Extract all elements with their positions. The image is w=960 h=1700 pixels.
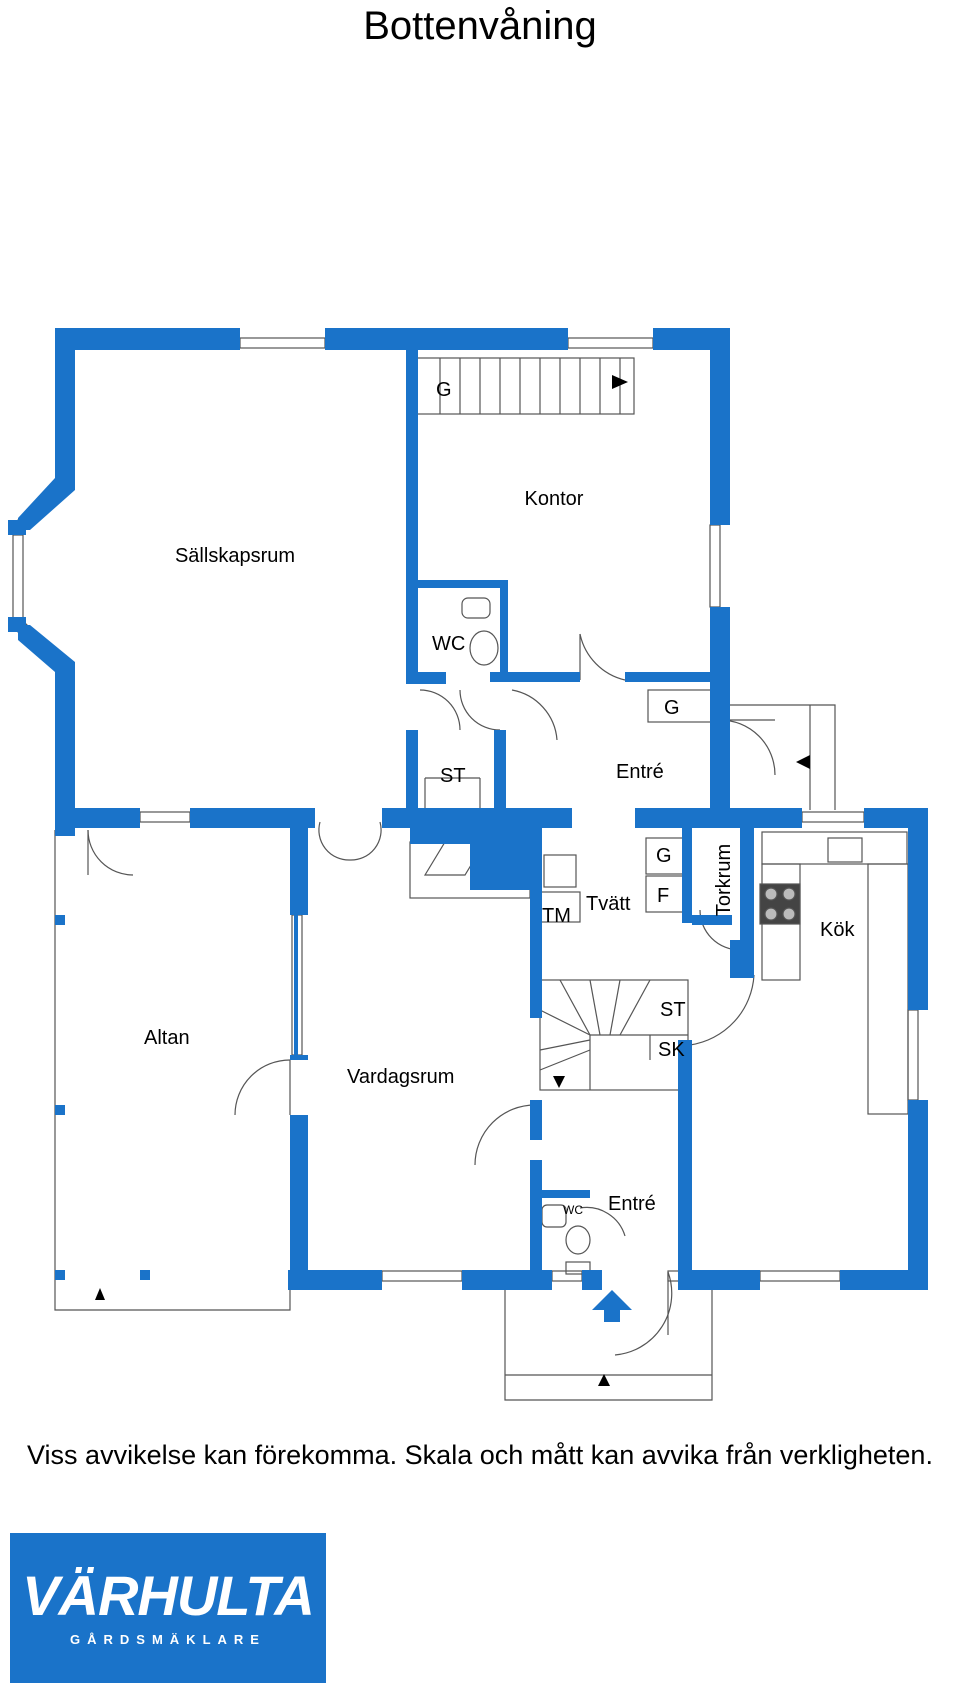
- label-g-tvatt: G: [656, 845, 672, 867]
- label-altan: Altan: [144, 1027, 190, 1049]
- label-wc-upper: WC: [432, 633, 465, 655]
- label-torkrum: Torkrum: [713, 844, 735, 916]
- floor-plan: Sällskapsrum Kontor G WC ST G Entré Alta…: [8, 328, 928, 1401]
- label-tm: TM: [542, 905, 571, 927]
- label-f-tvatt: F: [657, 885, 669, 907]
- label-g-entre: G: [664, 697, 680, 719]
- label-g-kontor: G: [436, 379, 452, 401]
- label-st-upper: ST: [440, 765, 466, 787]
- logo-tagline: GÅRDSMÄKLARE: [70, 1632, 266, 1647]
- label-wc-lower: WC: [563, 1203, 583, 1217]
- varhulta-logo: VÄRHULTA GÅRDSMÄKLARE: [10, 1533, 326, 1683]
- stair-arrows: [95, 375, 810, 1386]
- plan-title: Bottenvåning: [363, 4, 597, 48]
- label-entre-lower: Entré: [608, 1193, 656, 1215]
- label-st-lower: ST: [660, 999, 686, 1021]
- label-sallskapsrum: Sällskapsrum: [175, 545, 295, 567]
- logo-brand: VÄRHULTA: [22, 1564, 315, 1627]
- disclaimer-text: Viss avvikelse kan förekomma. Skala och …: [27, 1440, 933, 1470]
- label-entre-upper: Entré: [616, 761, 664, 783]
- label-kontor: Kontor: [525, 488, 584, 510]
- label-sk: SK: [658, 1039, 685, 1061]
- walls: [8, 328, 928, 1322]
- label-vardagsrum: Vardagsrum: [347, 1066, 454, 1088]
- label-tvatt: Tvätt: [586, 893, 631, 915]
- label-kok: Kök: [820, 919, 855, 941]
- thin-lines: [12, 337, 919, 1401]
